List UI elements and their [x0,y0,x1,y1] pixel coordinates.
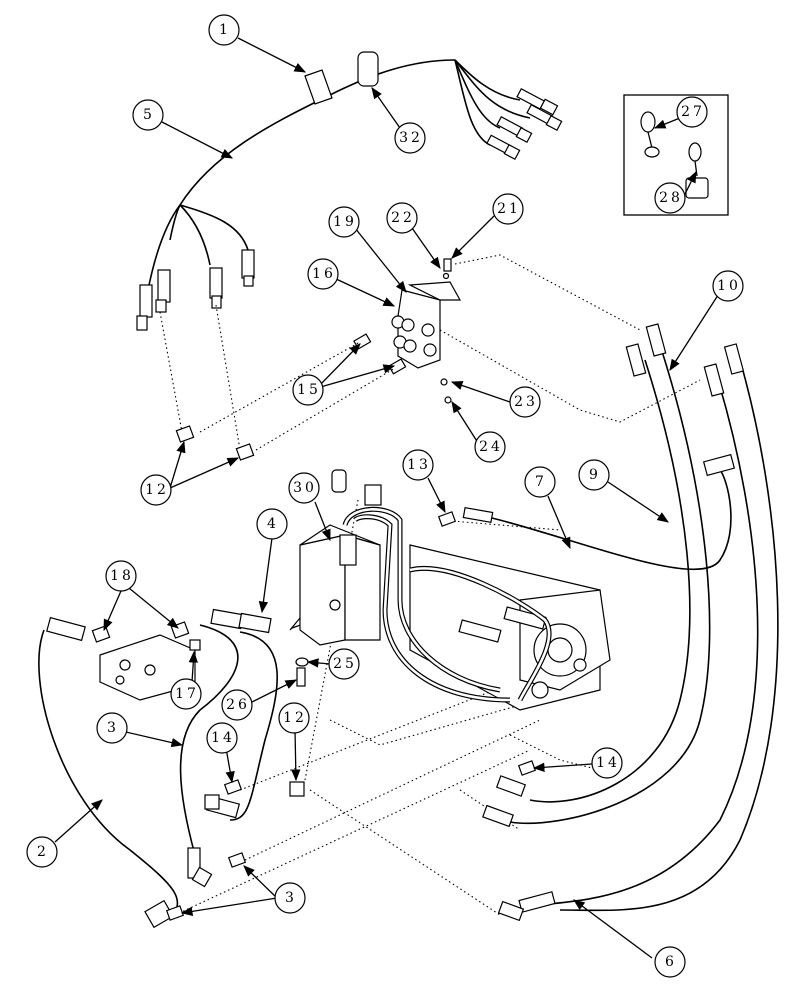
callout-25: 25 [328,648,360,680]
callout-26: 26 [221,689,253,721]
callout-4: 4 [256,508,288,540]
callout-1: 1 [208,14,240,46]
svg-text:26: 26 [226,697,250,713]
svg-text:27: 27 [681,104,705,120]
svg-text:3: 3 [285,890,297,906]
callout-15: 15 [292,374,324,406]
svg-text:13: 13 [407,457,431,473]
svg-text:21: 21 [497,201,521,217]
elbow-fittings-12-upper [175,425,255,461]
svg-text:15: 15 [297,382,321,398]
svg-text:30: 30 [293,480,317,496]
callout-12: 12 [140,474,172,506]
callout-6: 6 [654,946,686,978]
svg-text:6: 6 [665,954,677,970]
svg-text:16: 16 [312,266,336,282]
callout-30: 30 [288,472,320,504]
callout-leaders [54,37,721,959]
svg-text:2: 2 [37,844,49,860]
svg-text:17: 17 [175,686,199,702]
svg-text:25: 25 [333,656,357,672]
svg-text:10: 10 [717,278,741,294]
callout-27: 27 [676,96,708,128]
hose-bundle-5 [136,51,563,331]
callout-28: 28 [654,182,686,214]
callout-10: 10 [712,270,744,302]
svg-text:12: 12 [283,710,307,726]
callout-32: 32 [394,122,426,154]
callout-21: 21 [492,193,524,225]
callout-22: 22 [386,202,418,234]
dotted-guides [159,254,701,916]
callout-14: 14 [206,722,238,754]
hoses-9-10 [482,323,779,922]
svg-text:3: 3 [107,720,119,736]
callout-16: 16 [307,258,339,290]
steel-tubes [342,506,552,703]
svg-text:23: 23 [514,394,538,410]
left-valve-block [46,616,201,701]
callout-18: 18 [105,560,137,592]
svg-text:22: 22 [391,210,415,226]
svg-text:18: 18 [110,568,134,584]
small-fittings-lower [165,760,537,921]
callout-23: 23 [509,386,541,418]
svg-text:4: 4 [267,516,279,532]
svg-text:7: 7 [535,474,547,490]
callout-13: 13 [402,449,434,481]
callout-19: 19 [328,206,360,238]
hoses-2-3-4 [38,608,278,929]
svg-text:24: 24 [479,439,503,455]
callout-12: 12 [278,702,310,734]
bracket-19 [353,258,462,404]
valve-block-30 [289,469,382,646]
callout-9: 9 [578,459,610,491]
svg-text:32: 32 [399,130,423,146]
pump-assembly [409,544,611,711]
callout-7: 7 [524,466,556,498]
callout-5: 5 [132,99,164,131]
callout-14: 14 [591,747,623,779]
callout-3: 3 [274,882,306,914]
fittings-13-25-26 [295,506,494,687]
svg-text:1: 1 [219,22,231,38]
svg-text:19: 19 [333,214,357,230]
svg-text:14: 14 [211,730,235,746]
callout-2: 2 [26,836,58,868]
svg-text:12: 12 [145,482,169,498]
svg-text:9: 9 [589,467,601,483]
svg-text:14: 14 [596,755,620,771]
svg-text:28: 28 [659,190,683,206]
svg-text:5: 5 [143,107,155,123]
callout-17: 17 [170,678,202,710]
callout-3: 3 [96,712,128,744]
callout-24: 24 [474,431,506,463]
